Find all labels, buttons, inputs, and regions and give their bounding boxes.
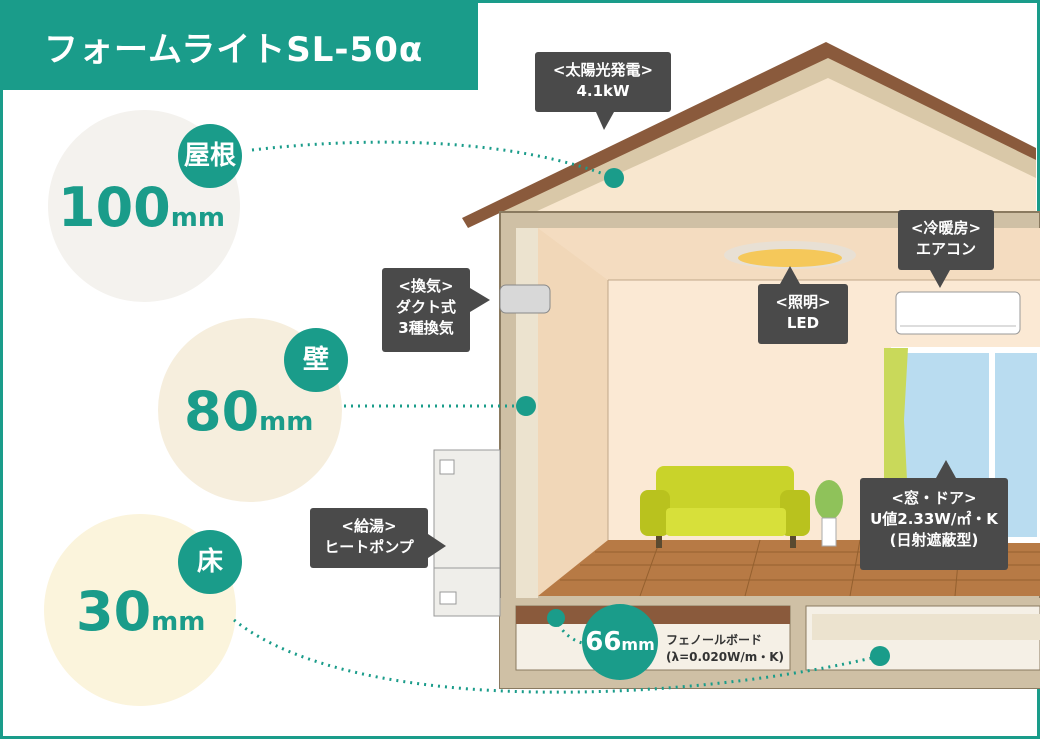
roof-marker	[604, 168, 624, 188]
board-lambda: (λ=0.020W/m・K)	[666, 650, 784, 664]
floor-marker	[870, 646, 890, 666]
wall-marker	[516, 396, 536, 416]
water-heater-title: <給湯>	[341, 517, 397, 535]
water-heater-callout: <給湯> ヒートポンプ	[310, 508, 428, 568]
floor-badge: 床	[178, 530, 242, 594]
aircon-title: <冷暖房>	[910, 219, 982, 237]
plant	[815, 480, 843, 547]
floor-thickness: 30mm	[76, 580, 205, 643]
floor-insulation	[812, 614, 1040, 640]
solar-callout: <太陽光発電> 4.1kW	[535, 52, 671, 112]
lighting-value: LED	[786, 314, 820, 332]
floor-unit: mm	[151, 607, 206, 637]
board-marker	[547, 609, 565, 627]
ventilation-callout: <換気> ダクト式 3種換気	[382, 268, 470, 352]
lighting-callout: <照明> LED	[758, 284, 848, 344]
solar-value: 4.1kW	[576, 82, 630, 100]
sofa	[640, 466, 810, 548]
title-bar: フォームライトSL-50α	[0, 0, 478, 90]
foundation-badge: 66mm	[582, 604, 658, 680]
roof-value: 100	[58, 176, 171, 239]
lighting-title: <照明>	[775, 293, 831, 311]
roof-thickness: 100mm	[58, 176, 225, 239]
window-title: <窓・ドア>	[891, 489, 977, 507]
foundation-unit: mm	[621, 635, 655, 654]
wall-badge: 壁	[284, 328, 348, 392]
window-callout: <窓・ドア> U値2.33W/㎡・K (日射遮蔽型)	[860, 478, 1008, 570]
wall-value: 80	[184, 380, 260, 443]
solar-title: <太陽光発電>	[552, 61, 654, 79]
window-u-value: U値2.33W/㎡・K	[870, 510, 998, 528]
foundation-value: 66	[585, 627, 622, 657]
page-title: フォームライトSL-50α	[44, 30, 424, 70]
heat-pump-unit	[433, 449, 501, 617]
air-conditioner	[895, 291, 1021, 335]
phenol-board-note: フェノールボード (λ=0.020W/m・K)	[666, 632, 784, 666]
ventilation-class: 3種換気	[398, 319, 454, 337]
water-heater-value: ヒートポンプ	[324, 538, 414, 556]
roof-badge: 屋根	[178, 124, 242, 188]
aircon-value: エアコン	[915, 240, 976, 258]
wall-unit: mm	[259, 407, 314, 437]
window-type: (日射遮蔽型)	[889, 531, 979, 549]
wall-thickness: 80mm	[184, 380, 313, 443]
aircon-callout: <冷暖房> エアコン	[898, 210, 994, 270]
floor-value: 30	[76, 580, 152, 643]
phenol-board	[516, 606, 790, 624]
board-name: フェノールボード	[666, 633, 763, 647]
roof-unit: mm	[170, 203, 225, 233]
ventilation-title: <換気>	[398, 277, 454, 295]
vent-duct	[499, 284, 551, 314]
ventilation-type: ダクト式	[395, 298, 456, 316]
roof	[462, 42, 1036, 228]
